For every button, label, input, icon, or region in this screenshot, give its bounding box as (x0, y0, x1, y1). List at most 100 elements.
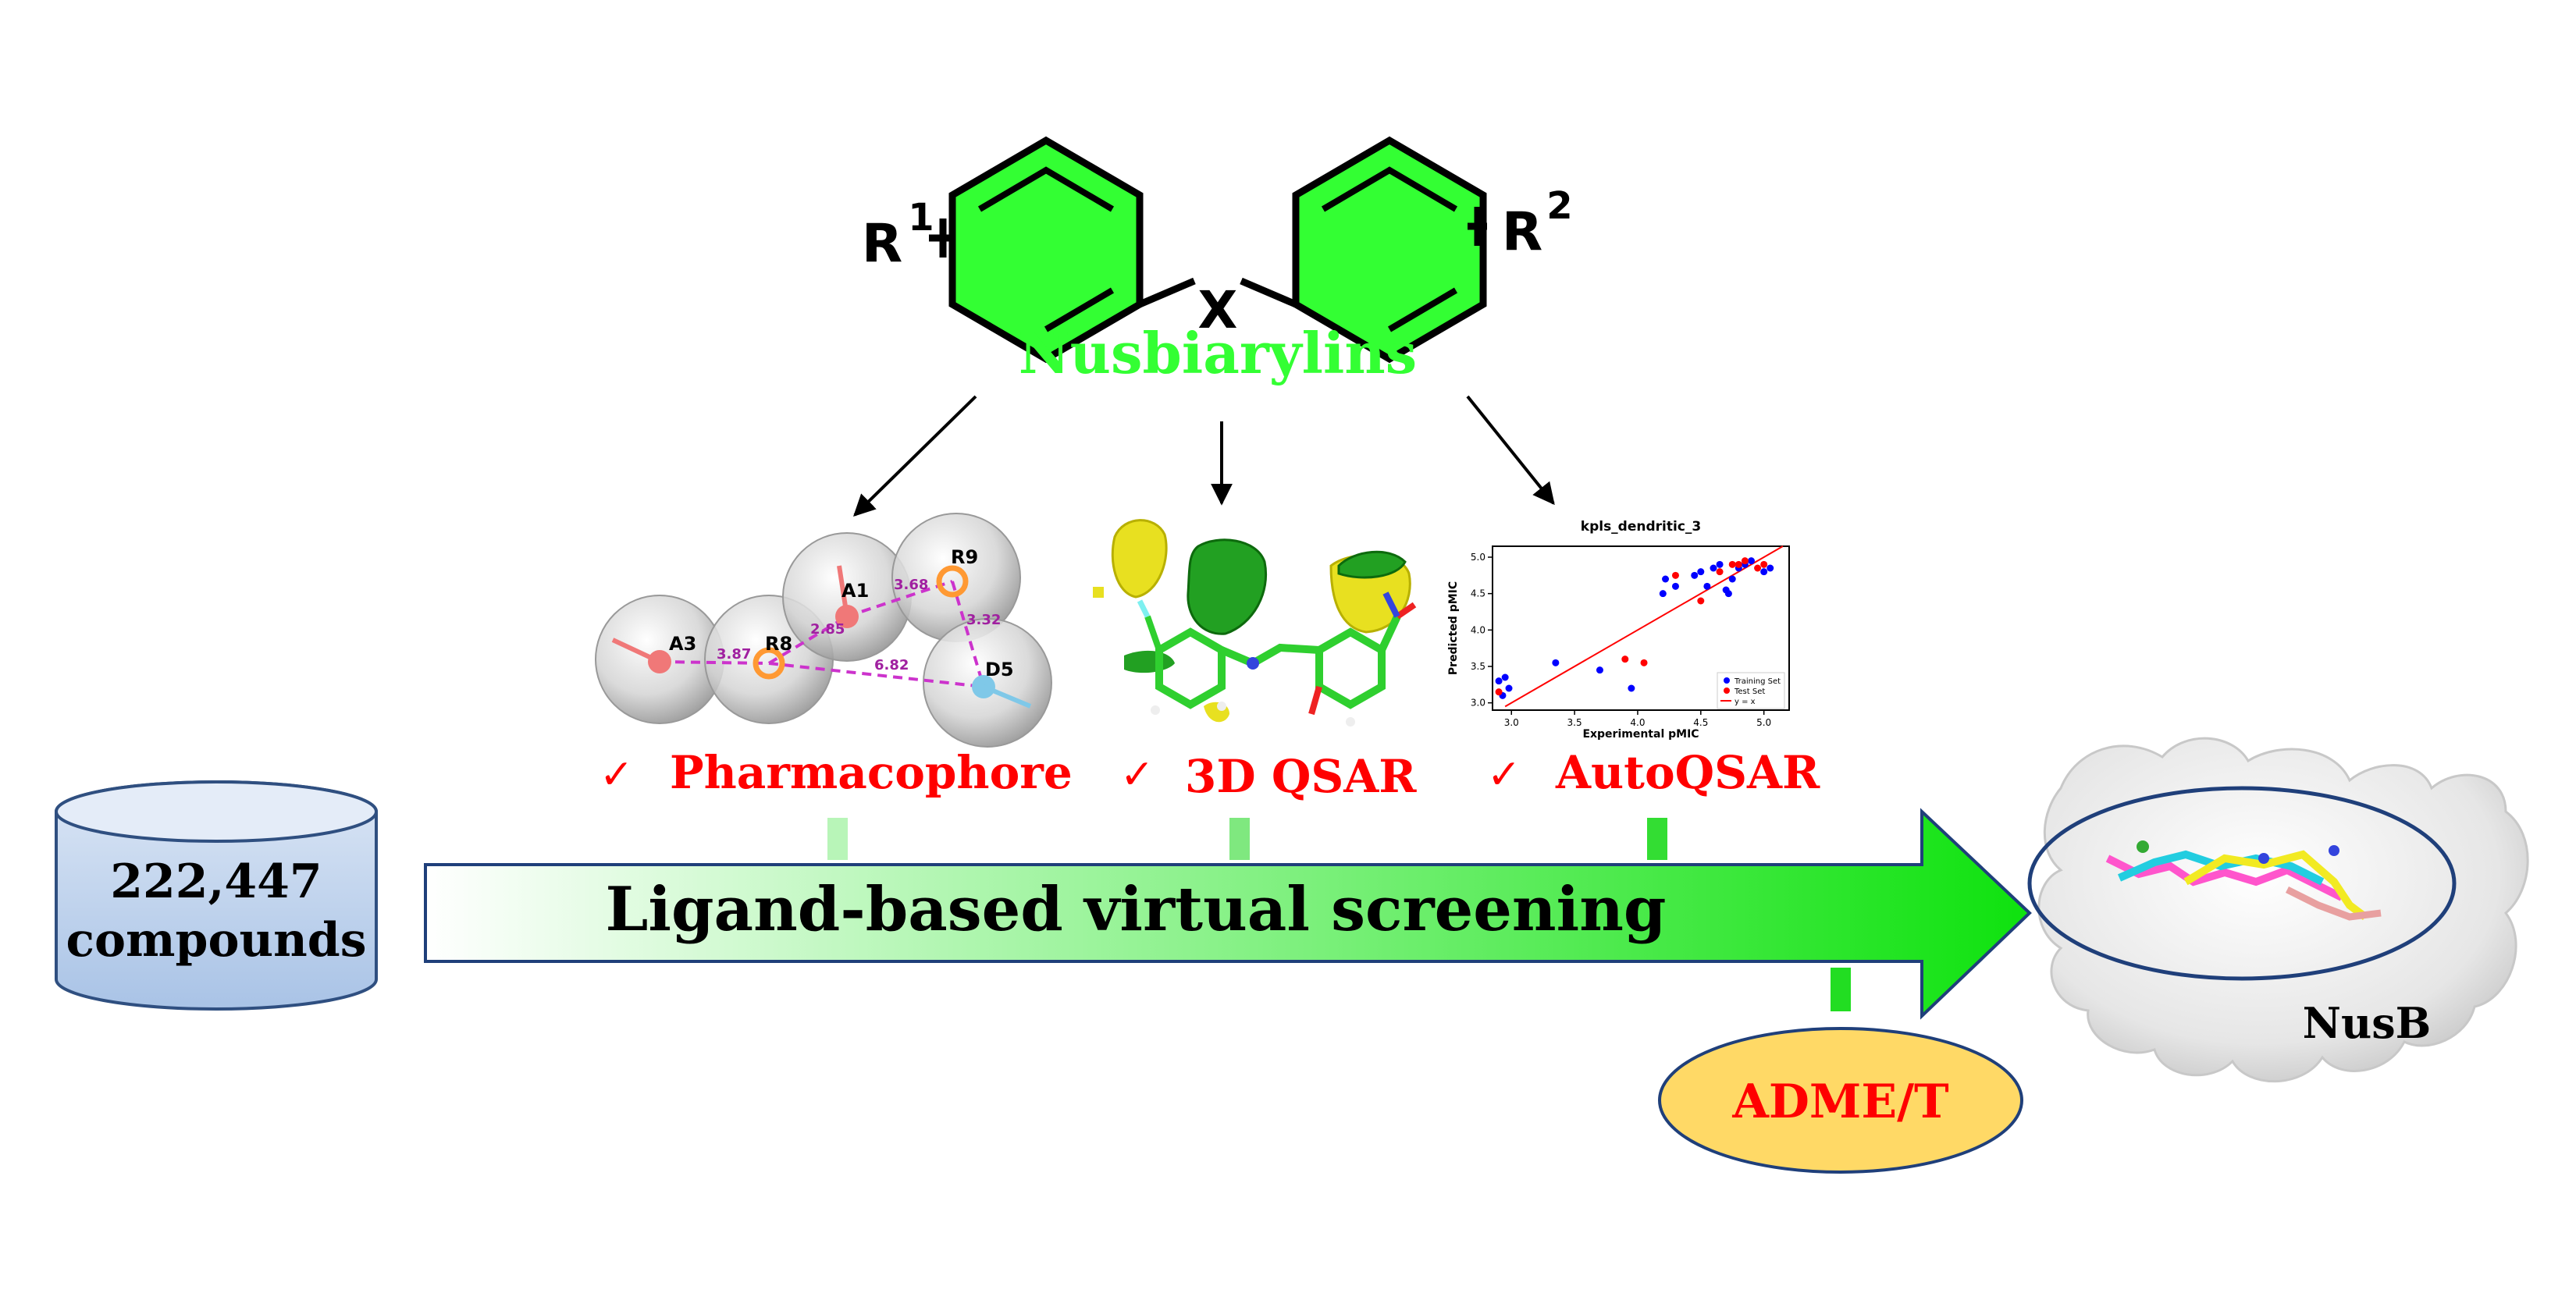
training-point (1760, 568, 1768, 576)
test-point (1728, 560, 1736, 568)
steric-contour-yellow (1111, 519, 1168, 599)
feature-label-a3: A3 (669, 633, 696, 655)
feature-label-r9: R9 (951, 546, 978, 568)
training-point (1662, 575, 1670, 583)
x-tick-label: 3.0 (1504, 717, 1519, 728)
compound-class-name: Nusbiarylins (1019, 320, 1417, 386)
test-point (1716, 568, 1724, 576)
x-tick-label: 4.5 (1693, 717, 1708, 728)
y-tick-label: 3.0 (1471, 698, 1485, 709)
arrow-to-autoqsar (1466, 395, 1555, 506)
chart-marks (1495, 545, 1784, 708)
ligand-nitrogen-atom (1247, 657, 1259, 670)
docked-ligand (2105, 854, 2344, 901)
distance-label: 3.68 (894, 577, 928, 593)
ligand-nitro-group (1382, 592, 1400, 618)
adme-label: ADME/T (1731, 1075, 1949, 1129)
linker-x-label: X (1198, 280, 1238, 340)
nusbiarylin-scaffold: R 1 R 2 X (862, 136, 1573, 364)
legend-label-identity: y = x (1735, 698, 1756, 706)
binding-site-outline (2027, 786, 2457, 981)
screening-arrow-label: Ligand-based virtual screening (606, 874, 1667, 945)
training-point (1671, 582, 1679, 590)
ligand-ring-left (1155, 627, 1226, 709)
legend-marker-test (1724, 687, 1730, 694)
docked-ligand-atom (2137, 840, 2149, 853)
training-point (1505, 684, 1513, 692)
acceptor-vector-icon (837, 565, 849, 617)
test-point (1495, 688, 1503, 696)
test-point (1735, 560, 1742, 568)
distance-line (951, 581, 985, 687)
autoqsar-label: AutoQSAR (1555, 746, 1820, 799)
training-point (1703, 582, 1711, 590)
compound-database: 222,447 compounds (55, 780, 378, 1011)
distance-label: 3.87 (717, 646, 751, 663)
test-point (1671, 571, 1679, 579)
identity-line (1504, 545, 1784, 708)
feature-label-r8: R8 (765, 633, 792, 655)
ring-left-inner-bond (977, 166, 1115, 212)
training-point (1716, 560, 1724, 568)
pharmacophore-check-icon: ✓ (600, 751, 634, 798)
training-point (1596, 666, 1603, 674)
linker-bond-right (1240, 277, 1297, 308)
feature-label-d5: D5 (985, 659, 1014, 680)
acceptor-vector-icon (611, 638, 661, 664)
training-point (1767, 564, 1774, 572)
training-point (1691, 571, 1699, 579)
steric-contour-green (1337, 550, 1407, 579)
r2-superscript: 2 (1546, 184, 1572, 228)
r2-label: R (1502, 201, 1542, 263)
legend-marker-training (1724, 677, 1730, 684)
y-tick-label: 4.5 (1471, 588, 1485, 599)
arrow-to-pharmacophore (853, 395, 977, 517)
chart-title: kpls_dendritic_3 (1581, 519, 1701, 535)
test-point (1621, 656, 1629, 663)
connector-stub-adme (1831, 968, 1851, 1011)
training-point (1710, 564, 1717, 572)
qsar-field-map (1093, 519, 1417, 727)
distance-label: 2.85 (810, 621, 845, 638)
training-point (1552, 659, 1560, 666)
test-point (1640, 659, 1648, 666)
x-tick-label: 3.5 (1567, 717, 1582, 728)
connector-stub-3dqsar (1229, 818, 1250, 860)
screening-arrow (424, 808, 2032, 1020)
docked-ligand-atom (2258, 853, 2269, 864)
training-point (1659, 590, 1667, 598)
database-unit: compounds (66, 913, 367, 968)
ligand-fluorine (1137, 599, 1151, 618)
ligand-hydrogen-atom (1217, 702, 1226, 711)
y-tick-label: 4.0 (1471, 624, 1485, 635)
y-tick-label: 5.0 (1471, 552, 1485, 563)
distance-line (846, 580, 953, 618)
ring-left-inner-bond-2 (1044, 287, 1115, 332)
r1-superscript: 1 (908, 196, 934, 240)
autoqsar-check-icon: ✓ (1487, 751, 1521, 798)
ligand-hydroxyl (1308, 685, 1322, 716)
qsar3d-check-icon: ✓ (1120, 751, 1155, 798)
r1-label: R (862, 213, 902, 275)
steric-contour-green (1124, 650, 1175, 673)
ligand-hydrogen-atom (1151, 705, 1160, 715)
adme-ellipse (1658, 1027, 2023, 1174)
y-tick-label: 3.5 (1471, 661, 1485, 672)
docked-ligand (2285, 886, 2382, 921)
distance-label: 3.32 (966, 612, 1001, 628)
chart-ylabel: Predicted pMIC (1447, 581, 1460, 675)
training-point (1628, 684, 1635, 692)
legend-label-training: Training Set (1734, 677, 1781, 686)
training-point (1495, 677, 1503, 685)
ring-feature-icon (753, 647, 785, 680)
connector-stub-autoqsar (1647, 818, 1667, 860)
ring-feature-icon (936, 565, 969, 598)
x-tick-label: 5.0 (1756, 717, 1771, 728)
test-point (1697, 597, 1705, 605)
ligand-nitro-group (1395, 602, 1417, 620)
qsar3d-label: 3D QSAR (1185, 750, 1417, 803)
training-point (1501, 673, 1509, 681)
connector-stub-pharmacophore (827, 818, 848, 860)
